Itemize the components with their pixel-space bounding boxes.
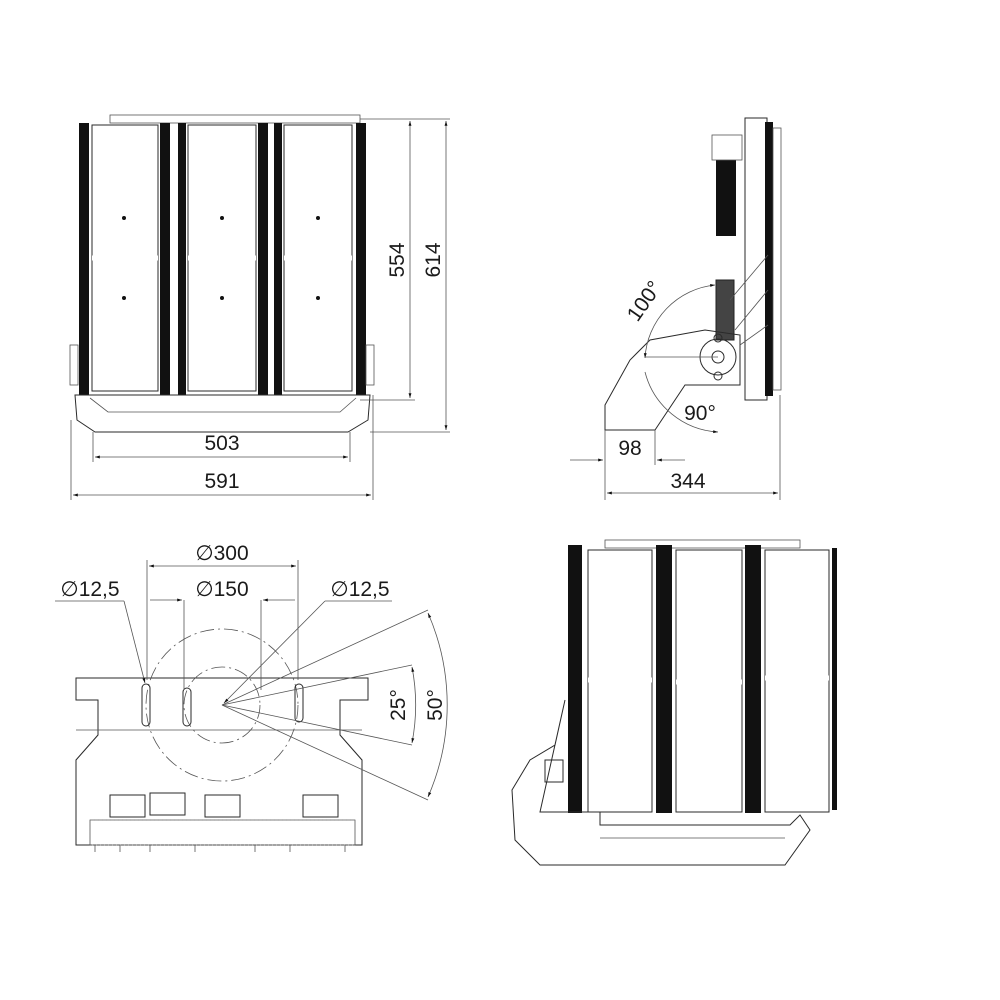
- front-view: 554 614 503 591: [69, 114, 450, 500]
- dim-outer-circle: ∅300: [195, 542, 248, 565]
- dim-inner-circle: ∅150: [195, 578, 248, 601]
- dim-depth-total: 344: [670, 470, 705, 493]
- dim-hole-left: ∅12,5: [60, 578, 119, 601]
- front-led-panels: [91, 124, 353, 392]
- dim-bracket-offset: 98: [618, 437, 641, 460]
- dim-height-total: 614: [422, 242, 445, 277]
- front-yoke: [74, 394, 371, 433]
- dim-width-total: 591: [204, 470, 239, 493]
- dim-angle-large: 50°: [424, 689, 447, 721]
- iso-bracket: [511, 699, 811, 866]
- dim-hole-right: ∅12,5: [330, 578, 389, 601]
- side-view: 100° 90° 98 344: [570, 117, 782, 500]
- front-housing: [79, 123, 366, 395]
- dim-tilt-up: 100°: [623, 277, 667, 326]
- dim-width-inner: 503: [204, 432, 239, 455]
- circle-150: [183, 666, 261, 744]
- bracket-view: ∅300 ∅150 ∅12,5 ∅12,5 25° 50°: [55, 542, 448, 852]
- dim-height-panels: 554: [386, 242, 409, 277]
- circle-300: [145, 628, 299, 782]
- dim-tilt-down: 90°: [684, 402, 716, 425]
- bracket-plate: [75, 677, 369, 846]
- iso-led-panel-right: [764, 549, 830, 813]
- dim-angle-small: 25°: [387, 689, 410, 721]
- side-bracket: [604, 329, 741, 431]
- isometric-view: [511, 539, 837, 866]
